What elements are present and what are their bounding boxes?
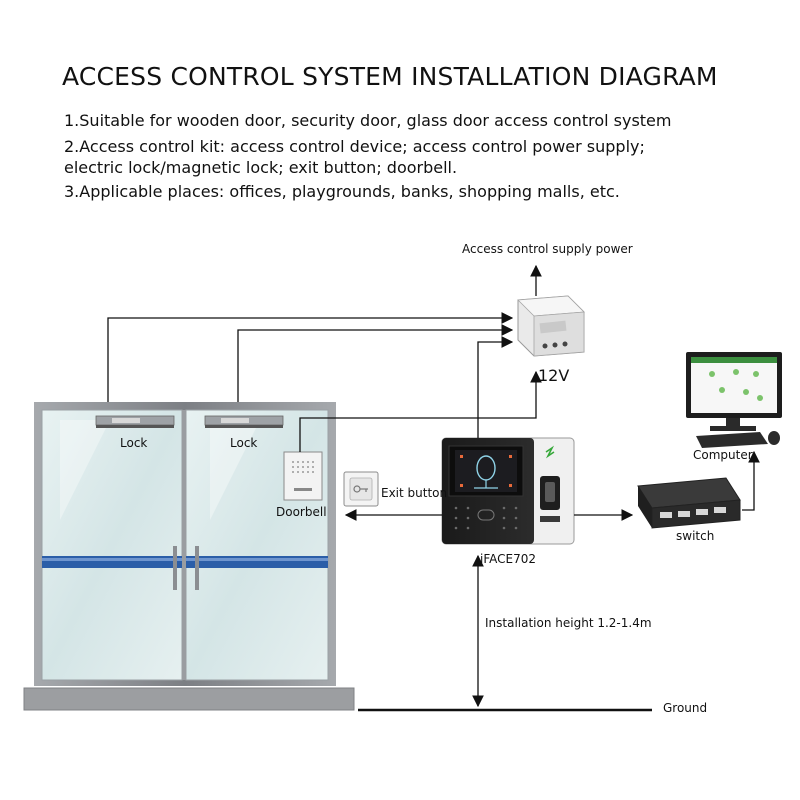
network-switch-unit (637, 477, 741, 529)
line-device-to-power (477, 336, 514, 438)
door-handle-left (173, 546, 177, 590)
door-handle-right (195, 546, 199, 590)
lock-left (95, 415, 175, 428)
iface-device (441, 437, 575, 545)
label-lock-left: Lock (120, 436, 148, 450)
keyboard-icon (696, 432, 768, 448)
power-supply-unit (517, 295, 585, 357)
label-device: iFACE702 (480, 552, 536, 566)
label-switch: switch (676, 529, 715, 543)
description-line-3: 3.Applicable places: offices, playground… (64, 182, 620, 201)
description-line-1: 1.Suitable for wooden door, security doo… (64, 111, 672, 130)
label-exit-button: Exit button (381, 486, 448, 500)
diagram-title: ACCESS CONTROL SYSTEM INSTALLATION DIAGR… (62, 62, 718, 91)
description-line-2a: 2.Access control kit: access control dev… (64, 137, 645, 156)
line-lock-left-to-power (107, 312, 514, 402)
label-power-supply: Access control supply power (462, 242, 633, 256)
floor-slab (23, 687, 355, 711)
exit-button-unit (343, 471, 379, 507)
computer-unit (686, 352, 782, 448)
line-switch-to-computer (742, 450, 760, 511)
label-doorbell: Doorbell (276, 505, 327, 519)
mouse-icon (768, 431, 780, 445)
description-line-2: 2.Access control kit: access control dev… (64, 136, 645, 178)
line-doorbell-to-12v (299, 370, 542, 452)
connection-lines (107, 264, 760, 708)
doorbell-unit (283, 451, 323, 501)
lock-right (204, 415, 284, 428)
label-computer: Computer (693, 448, 753, 462)
description-line-2b: electric lock/magnetic lock; exit button… (64, 158, 458, 177)
line-lock-right-to-power (237, 324, 514, 402)
label-ground: Ground (663, 701, 708, 715)
glass-door (34, 402, 336, 686)
brand-logo-icon (545, 445, 555, 459)
label-lock-right: Lock (230, 436, 258, 450)
label-installation-height: Installation height 1.2-1.4m (485, 616, 652, 630)
label-12v: 12V (538, 366, 570, 385)
